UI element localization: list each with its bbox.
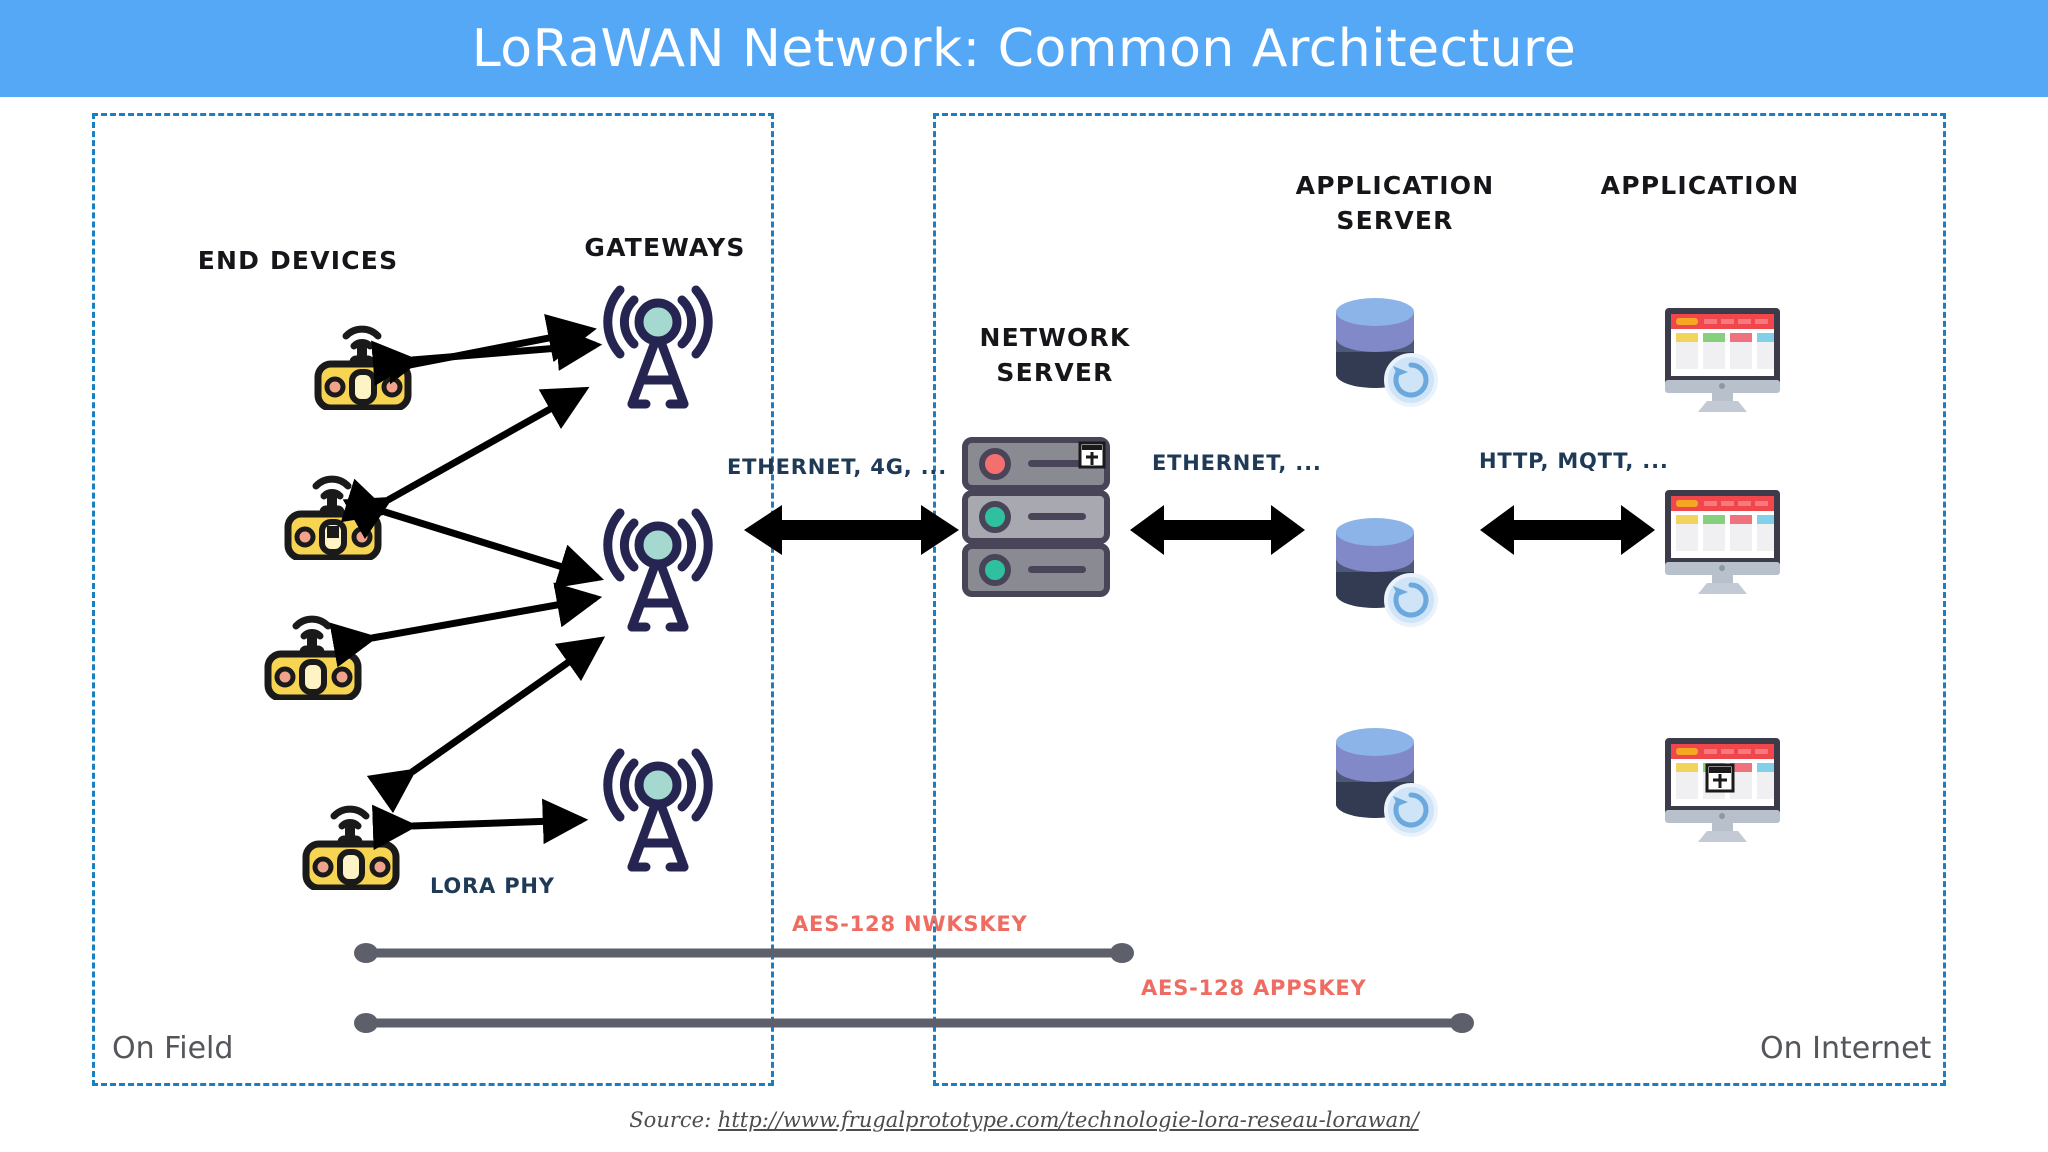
gateway-antenna-icon <box>603 748 713 872</box>
security-label-appskey: AES-128 APPSKEY <box>1141 976 1367 1000</box>
heading-application-server: APPLICATION SERVER <box>1270 168 1520 238</box>
end-device-icon <box>302 805 400 890</box>
heading-application-server-line2: SERVER <box>1336 206 1454 235</box>
link-label-ethernet: ETHERNET, ... <box>1152 451 1322 475</box>
source-prefix: Source: <box>629 1108 712 1132</box>
heading-end-devices: END DEVICES <box>197 246 399 275</box>
desktop-monitor-icon <box>1665 490 1780 594</box>
link-label-http-mqtt: HTTP, MQTT, ... <box>1479 449 1669 473</box>
heading-application-server-line1: APPLICATION <box>1295 171 1495 200</box>
server-rack-icon <box>962 437 1110 597</box>
heading-gateways: GATEWAYS <box>584 233 746 262</box>
desktop-monitor-icon <box>1665 738 1780 842</box>
link-label-ethernet-4g: ETHERNET, 4G, ... <box>727 455 947 479</box>
database-cylinder-icon <box>1336 728 1438 837</box>
heading-network-server: NETWORK SERVER <box>925 320 1185 390</box>
heading-application: APPLICATION <box>1600 171 1800 200</box>
page-title: LoRaWAN Network: Common Architecture <box>471 18 1577 79</box>
zone-label-on-internet: On Internet <box>1760 1031 1932 1066</box>
source-caption: Source: http://www.frugalprototype.com/t… <box>0 1108 2048 1132</box>
zone-label-on-field: On Field <box>112 1031 234 1066</box>
double-arrow-icon <box>1130 505 1305 555</box>
title-banner: LoRaWAN Network: Common Architecture <box>0 0 2048 97</box>
gateway-antenna-icon <box>603 508 713 632</box>
zone-on-internet <box>933 113 1946 1086</box>
double-arrow-icon <box>1480 505 1655 555</box>
nwkskey-span-rail <box>354 943 1134 963</box>
security-label-nwkskey: AES-128 NWKSKEY <box>792 912 1028 936</box>
appskey-span-rail <box>354 1013 1474 1033</box>
zone-on-field <box>92 113 774 1086</box>
database-cylinder-icon <box>1336 518 1438 627</box>
source-link[interactable]: http://www.frugalprototype.com/technolog… <box>717 1108 1419 1132</box>
heading-network-server-line2: SERVER <box>996 358 1114 387</box>
desktop-monitor-icon <box>1665 308 1780 412</box>
double-arrow-icon <box>744 505 959 555</box>
link-label-lora-phy: LORA PHY <box>430 874 555 898</box>
heading-network-server-line1: NETWORK <box>979 323 1131 352</box>
gateway-antenna-icon <box>603 285 713 409</box>
database-cylinder-icon <box>1336 298 1438 407</box>
